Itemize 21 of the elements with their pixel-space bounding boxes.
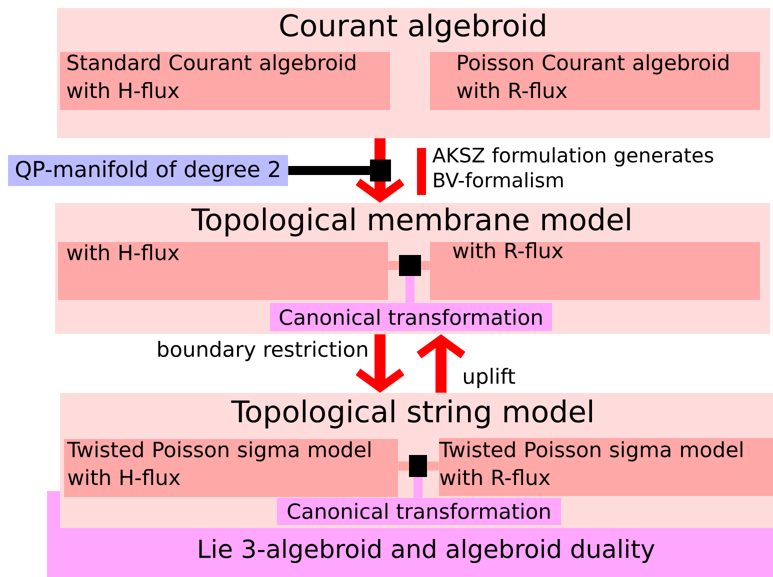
subsection-box: Poisson Courant algebroid with R-flux xyxy=(430,52,760,110)
label-box: Canonical transformation xyxy=(277,498,561,525)
subsection-box: Twisted Poisson sigma model with H-flux xyxy=(64,439,398,497)
connector xyxy=(406,276,414,303)
junction-square xyxy=(399,255,421,276)
label-box: Canonical transformation xyxy=(270,303,552,331)
connector xyxy=(288,160,391,182)
edge-label: uplift xyxy=(461,366,517,390)
subsection-box: Standard Courant algebroid with H-flux xyxy=(60,52,390,110)
annotation-text: AKSZ formulation generates BV-formalism xyxy=(432,147,714,188)
subsection-box: with R-flux xyxy=(430,242,760,300)
connector xyxy=(427,462,439,470)
connector xyxy=(388,261,399,270)
junction-square xyxy=(409,455,427,477)
subsection-box: with H-flux xyxy=(58,242,388,300)
connector xyxy=(414,477,422,498)
connector xyxy=(398,462,409,470)
edge-label: boundary restriction xyxy=(155,340,370,362)
subsection-box: Twisted Poisson sigma model with R-flux xyxy=(439,438,773,496)
connector xyxy=(421,261,430,270)
label-box: QP-manifold of degree 2 xyxy=(8,155,288,186)
